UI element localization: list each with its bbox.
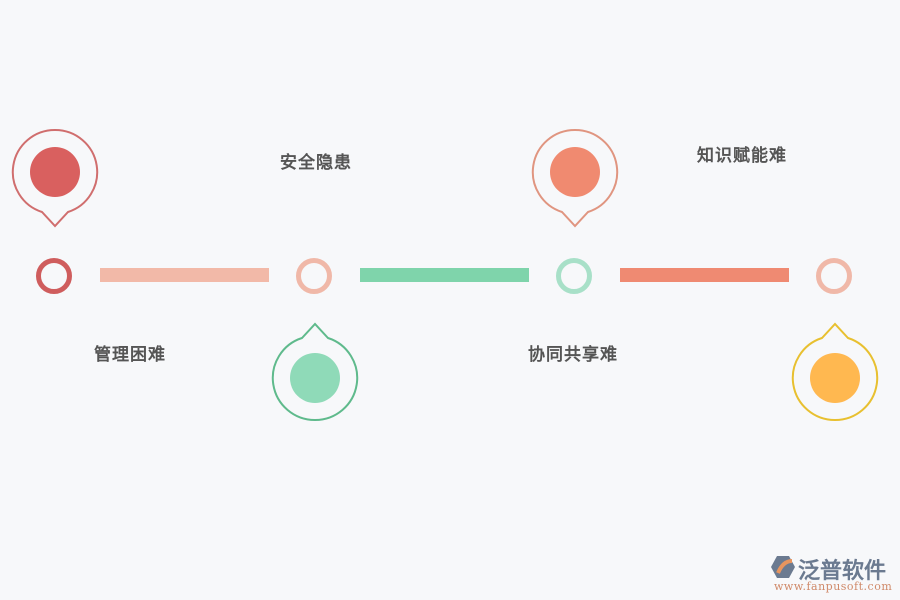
node-label-3: 协同共享难	[528, 345, 618, 365]
node-label-4: 知识赋能难	[697, 146, 787, 166]
map-pin-icon-2	[271, 322, 359, 422]
timeline-node-1	[36, 258, 72, 294]
logo-name: 泛普软件	[798, 559, 887, 584]
node-label-1: 管理困难	[94, 345, 166, 365]
brand-logo: 泛普软件 www.fanpusoft.com	[770, 553, 895, 598]
node-label-2: 安全隐患	[280, 153, 352, 173]
timeline-node-4	[816, 258, 852, 294]
map-pin-icon-1	[11, 128, 99, 228]
timeline-node-3	[556, 258, 592, 294]
logo-url: www.fanpusoft.com	[774, 580, 893, 593]
map-pin-icon-3	[531, 128, 619, 228]
connector-2	[360, 268, 529, 282]
timeline-node-2	[296, 258, 332, 294]
connector-1	[100, 268, 269, 282]
logo-hexagon-icon	[771, 556, 795, 578]
map-pin-icon-4	[791, 322, 879, 422]
connector-3	[620, 268, 789, 282]
